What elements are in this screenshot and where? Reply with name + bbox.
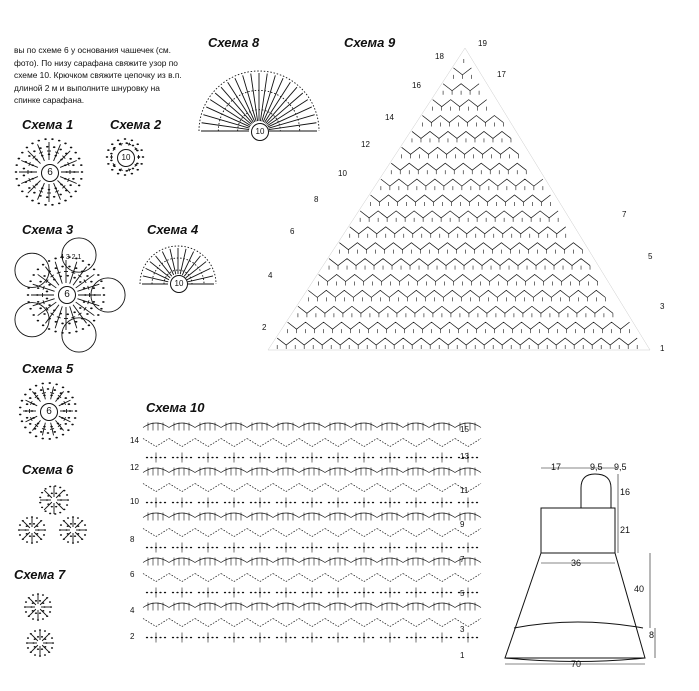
scheme-8-center: 10 [251, 123, 269, 141]
scheme-9-row-number: 19 [478, 39, 487, 48]
scheme-8-motif [198, 70, 320, 132]
scheme-9-row-number: 14 [385, 113, 394, 122]
scheme-9-row-number: 12 [361, 140, 370, 149]
scheme-9-row-number: 16 [412, 81, 421, 90]
scheme-10-row-number-left: 8 [130, 535, 135, 544]
scheme-7-label: Схема 7 [14, 567, 66, 582]
scheme-6-rosette-right [58, 516, 88, 544]
scheme-2-motif [105, 138, 145, 176]
pattern-dim-top-2: 9,5 [590, 462, 603, 472]
scheme-10-row-number-right: 1 [460, 651, 465, 660]
scheme-7-rosette-bottom [25, 629, 55, 657]
scheme-3-center: 6 [58, 286, 76, 304]
scheme-9-row-number: 7 [622, 210, 627, 219]
scheme-10-row-number-left: 6 [130, 570, 135, 579]
scheme-10-row-number-right: 9 [460, 520, 465, 529]
scheme-9-row-number: 1 [660, 344, 665, 353]
scheme-5-center: 6 [40, 403, 58, 421]
scheme-8-label: Схема 8 [208, 35, 260, 50]
scheme-10-row-number-left: 12 [130, 463, 139, 472]
scheme-2-center: 10 [117, 149, 135, 167]
scheme-10-chart [142, 422, 482, 643]
scheme-2-label: Схема 2 [110, 117, 162, 132]
scheme-9-row-number: 3 [660, 302, 665, 311]
scheme-9-row-number: 2 [262, 323, 267, 332]
scheme-4-center: 10 [170, 275, 188, 293]
scheme-3-inner-digits: 4 3 2 1 [60, 254, 82, 261]
scheme-10-row-number-left: 4 [130, 606, 135, 615]
scheme-10-label: Схема 10 [146, 400, 205, 415]
scheme-10-row-number-right: 3 [460, 625, 465, 634]
scheme-9-label: Схема 9 [344, 35, 396, 50]
scheme-6-rosette-top [39, 485, 70, 515]
scheme-10-row-number-left: 14 [130, 436, 139, 445]
scheme-3-motif [14, 237, 126, 353]
scheme-3-label: Схема 3 [22, 222, 74, 237]
scheme-9-row-number: 10 [338, 169, 347, 178]
scheme-9-row-number: 4 [268, 271, 273, 280]
scheme-10-row-number-right: 5 [460, 589, 465, 598]
scheme-4-label: Схема 4 [147, 222, 199, 237]
intro-text: вы по схеме 6 у основания чашечек (см. ф… [14, 45, 182, 106]
scheme-10-row-number-left: 2 [130, 632, 135, 641]
pattern-dim-bottom-width: 70 [571, 659, 582, 669]
pattern-dim-inner-width: 36 [571, 558, 582, 568]
scheme-10-row-number-right: 15 [460, 425, 469, 434]
pattern-outline [504, 467, 656, 665]
pattern-dim-right-3: 40 [634, 584, 645, 594]
pattern-dim-top-3: 9,5 [614, 462, 627, 472]
scheme-6-rosette-left [17, 516, 47, 544]
pattern-dim-right-4: 8 [649, 630, 655, 640]
pattern-dim-right-1: 16 [620, 487, 631, 497]
scheme-5-label: Схема 5 [22, 361, 74, 376]
scheme-9-chart [267, 47, 651, 351]
scheme-9-row-number: 6 [290, 227, 295, 236]
scheme-9-row-number: 17 [497, 70, 506, 79]
scheme-5-motif [18, 382, 78, 440]
pattern-dim-top-1: 17 [551, 462, 562, 472]
scheme-7-rosette-top [23, 593, 53, 621]
scheme-1-label: Схема 1 [22, 117, 74, 132]
scheme-10-row-number-left: 10 [130, 497, 139, 506]
scheme-9-row-number: 5 [648, 252, 653, 261]
scheme-1-center: 6 [41, 164, 59, 182]
scheme-1-motif [14, 138, 84, 206]
scheme-4-motif [139, 245, 217, 285]
scheme-9-row-number: 18 [435, 52, 444, 61]
scheme-10-row-number-right: 7 [460, 555, 465, 564]
scheme-10-row-number-right: 13 [460, 452, 469, 461]
scheme-6-label: Схема 6 [22, 462, 74, 477]
scheme-9-row-number: 8 [314, 195, 319, 204]
scheme-10-row-number-right: 11 [460, 486, 469, 495]
pattern-dim-right-2: 21 [620, 525, 631, 535]
